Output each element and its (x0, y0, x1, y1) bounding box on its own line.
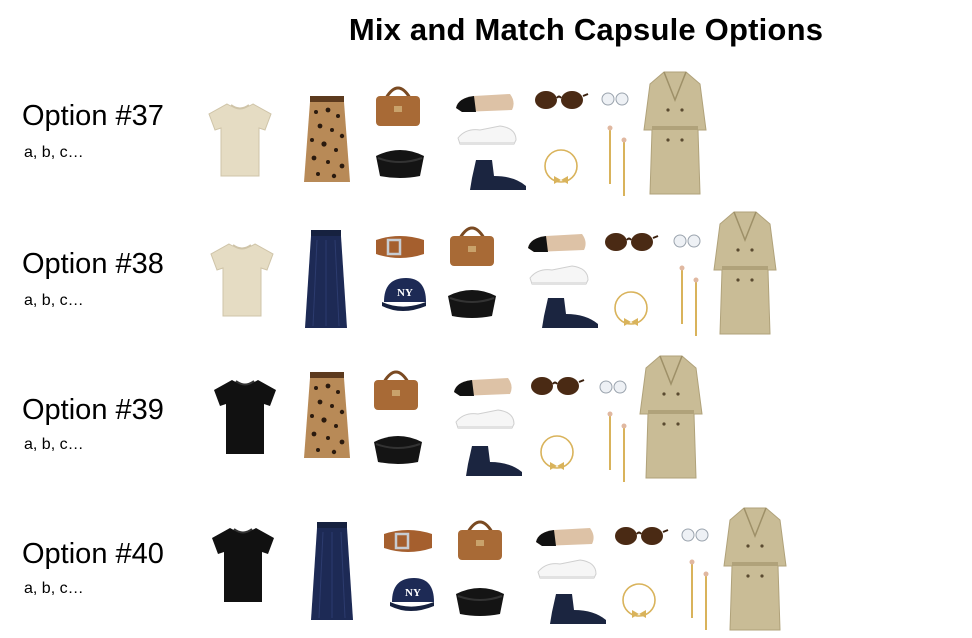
trench-coat-image (636, 354, 706, 482)
navy-maxi-skirt-image (309, 522, 355, 624)
tortoise-sunglasses-image (532, 88, 589, 112)
white-sneaker-image (528, 262, 590, 288)
black-clutch-image (444, 286, 500, 320)
option-label: Option #38 (22, 248, 164, 280)
gold-drop-earrings-image (604, 124, 630, 198)
page-title: Mix and Match Capsule Options (348, 12, 824, 47)
cap-logo-text: NY (397, 287, 413, 299)
gold-bow-bracelet-image (614, 582, 664, 624)
tortoise-sunglasses-image (612, 524, 669, 548)
option-label: Option #40 (22, 538, 164, 570)
black-clutch-image (370, 432, 426, 466)
tan-suede-bag-image (454, 512, 506, 564)
white-sneaker-image (454, 406, 516, 432)
gold-drop-earrings-image (686, 558, 712, 632)
black-clutch-image (452, 584, 508, 618)
cap-logo-text: NY (405, 587, 421, 599)
option-sublabel: a, b, c… (24, 144, 84, 161)
white-sneaker-image (536, 556, 598, 582)
navy-ankle-boot-image (466, 158, 528, 192)
gold-drop-earrings-image (604, 410, 630, 484)
cognac-belt-image (382, 526, 434, 556)
cream-tshirt-image (205, 100, 275, 180)
outfit-row-40: Option #40 a, b, c… NY (0, 498, 972, 638)
option-label: Option #37 (22, 100, 164, 132)
outfit-row-37: Option #37 a, b, c… (0, 60, 972, 200)
black-tshirt-image (210, 376, 280, 458)
tan-suede-bag-image (446, 218, 498, 270)
navy-ankle-boot-image (462, 444, 524, 478)
option-label: Option #39 (22, 394, 164, 426)
trench-coat-image (710, 210, 780, 338)
navy-ny-cap-image: NY (388, 574, 438, 616)
diamond-stud-earrings-image (598, 378, 628, 396)
cap-toe-flat-image (454, 90, 516, 116)
diamond-stud-earrings-image (672, 232, 702, 250)
trench-coat-image (720, 506, 790, 634)
tortoise-sunglasses-image (602, 230, 659, 254)
cap-toe-flat-image (452, 374, 514, 400)
option-sublabel: a, b, c… (24, 580, 84, 597)
leopard-skirt-image (302, 96, 352, 186)
black-clutch-image (372, 146, 428, 180)
navy-ankle-boot-image (538, 296, 600, 330)
gold-drop-earrings-image (676, 264, 702, 338)
tortoise-sunglasses-image (528, 374, 585, 398)
black-tshirt-image (208, 524, 278, 606)
tan-suede-bag-image (370, 362, 422, 414)
option-sublabel: a, b, c… (24, 292, 84, 309)
navy-ny-cap-image: NY (380, 274, 430, 316)
outfit-row-39: Option #39 a, b, c… (0, 352, 972, 492)
cream-tshirt-image (207, 240, 277, 320)
gold-bow-bracelet-image (532, 434, 582, 476)
option-sublabel: a, b, c… (24, 436, 84, 453)
white-sneaker-image (456, 122, 518, 148)
leopard-skirt-image (302, 372, 352, 462)
gold-bow-bracelet-image (606, 290, 656, 332)
diamond-stud-earrings-image (680, 526, 710, 544)
navy-maxi-skirt-image (303, 230, 349, 332)
outfit-row-38: Option #38 a, b, c… NY (0, 206, 972, 346)
navy-ankle-boot-image (546, 592, 608, 626)
gold-bow-bracelet-image (536, 148, 586, 190)
trench-coat-image (640, 70, 710, 198)
diamond-stud-earrings-image (600, 90, 630, 108)
tan-suede-bag-image (372, 78, 424, 130)
cap-toe-flat-image (526, 230, 588, 256)
cognac-belt-image (374, 232, 426, 262)
cap-toe-flat-image (534, 524, 596, 550)
